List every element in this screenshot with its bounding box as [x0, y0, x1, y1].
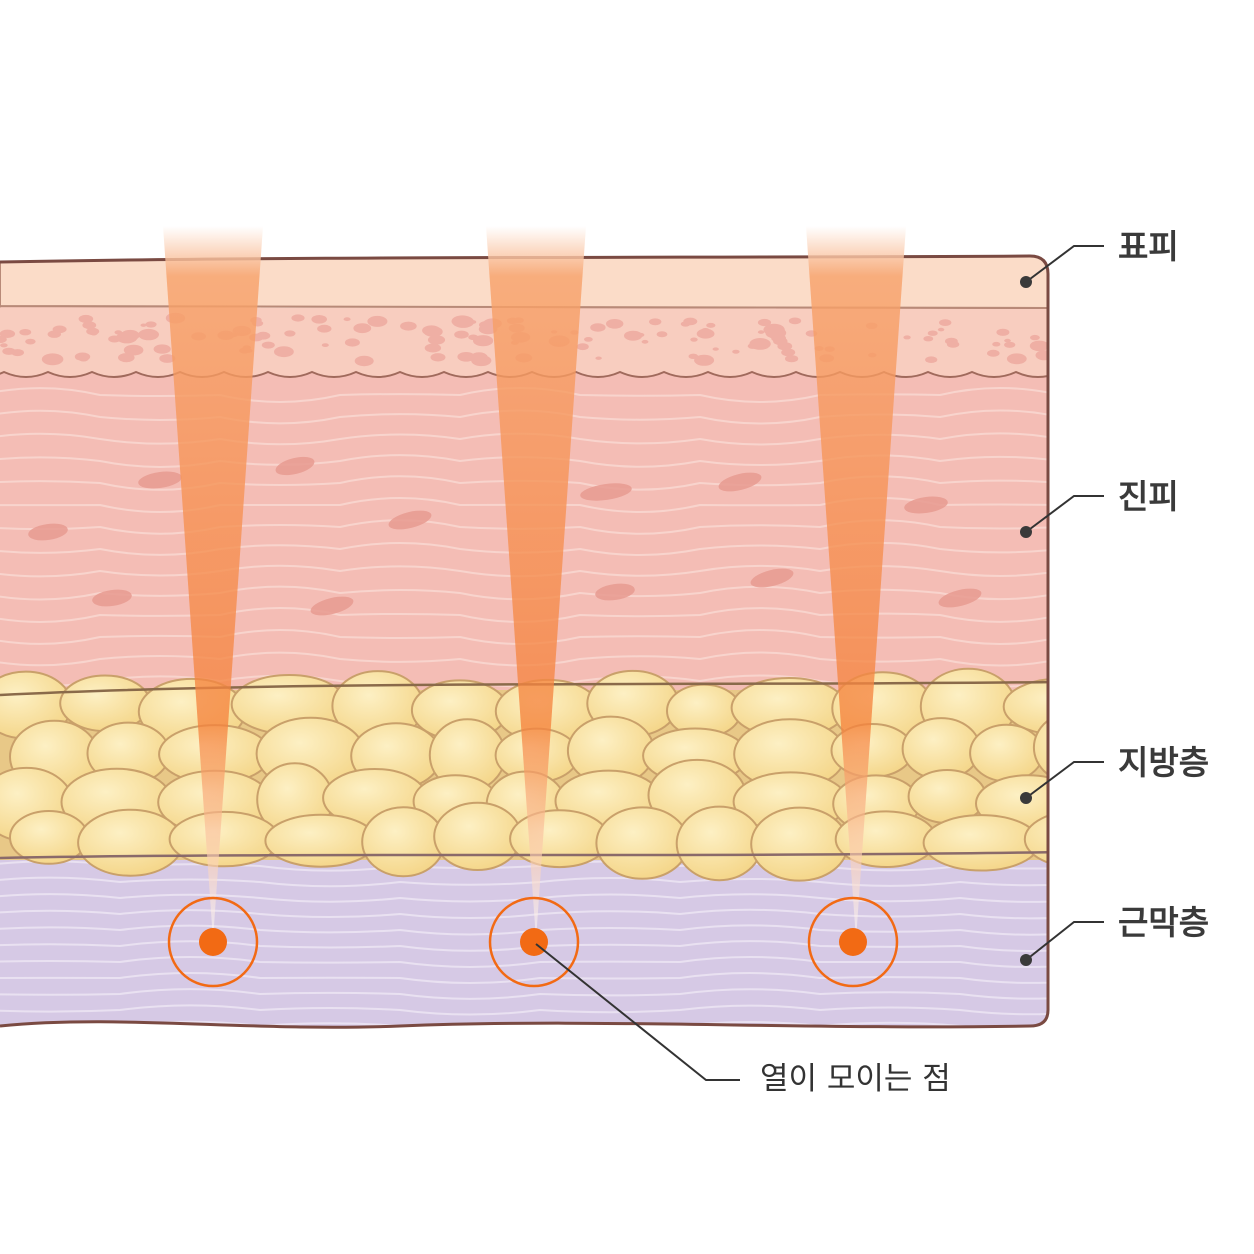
dermis-cells — [28, 456, 982, 616]
fat-layer — [0, 667, 1048, 882]
leader-lines — [535, 245, 1104, 1081]
label-fat-layer: 지방층 — [1118, 743, 1210, 782]
focus-point-right — [807, 896, 899, 988]
beam-right — [806, 226, 906, 940]
beam-left — [163, 226, 263, 940]
label-dermis: 진피 — [1118, 477, 1179, 516]
leader-dots — [1020, 276, 1032, 966]
label-heat-point: 열이 모이는 점 — [760, 1061, 951, 1097]
focus-point-left — [167, 896, 259, 988]
label-fascia-layer: 근막층 — [1118, 903, 1210, 942]
beam-center — [486, 226, 586, 940]
label-epidermis: 표피 — [1118, 227, 1179, 266]
